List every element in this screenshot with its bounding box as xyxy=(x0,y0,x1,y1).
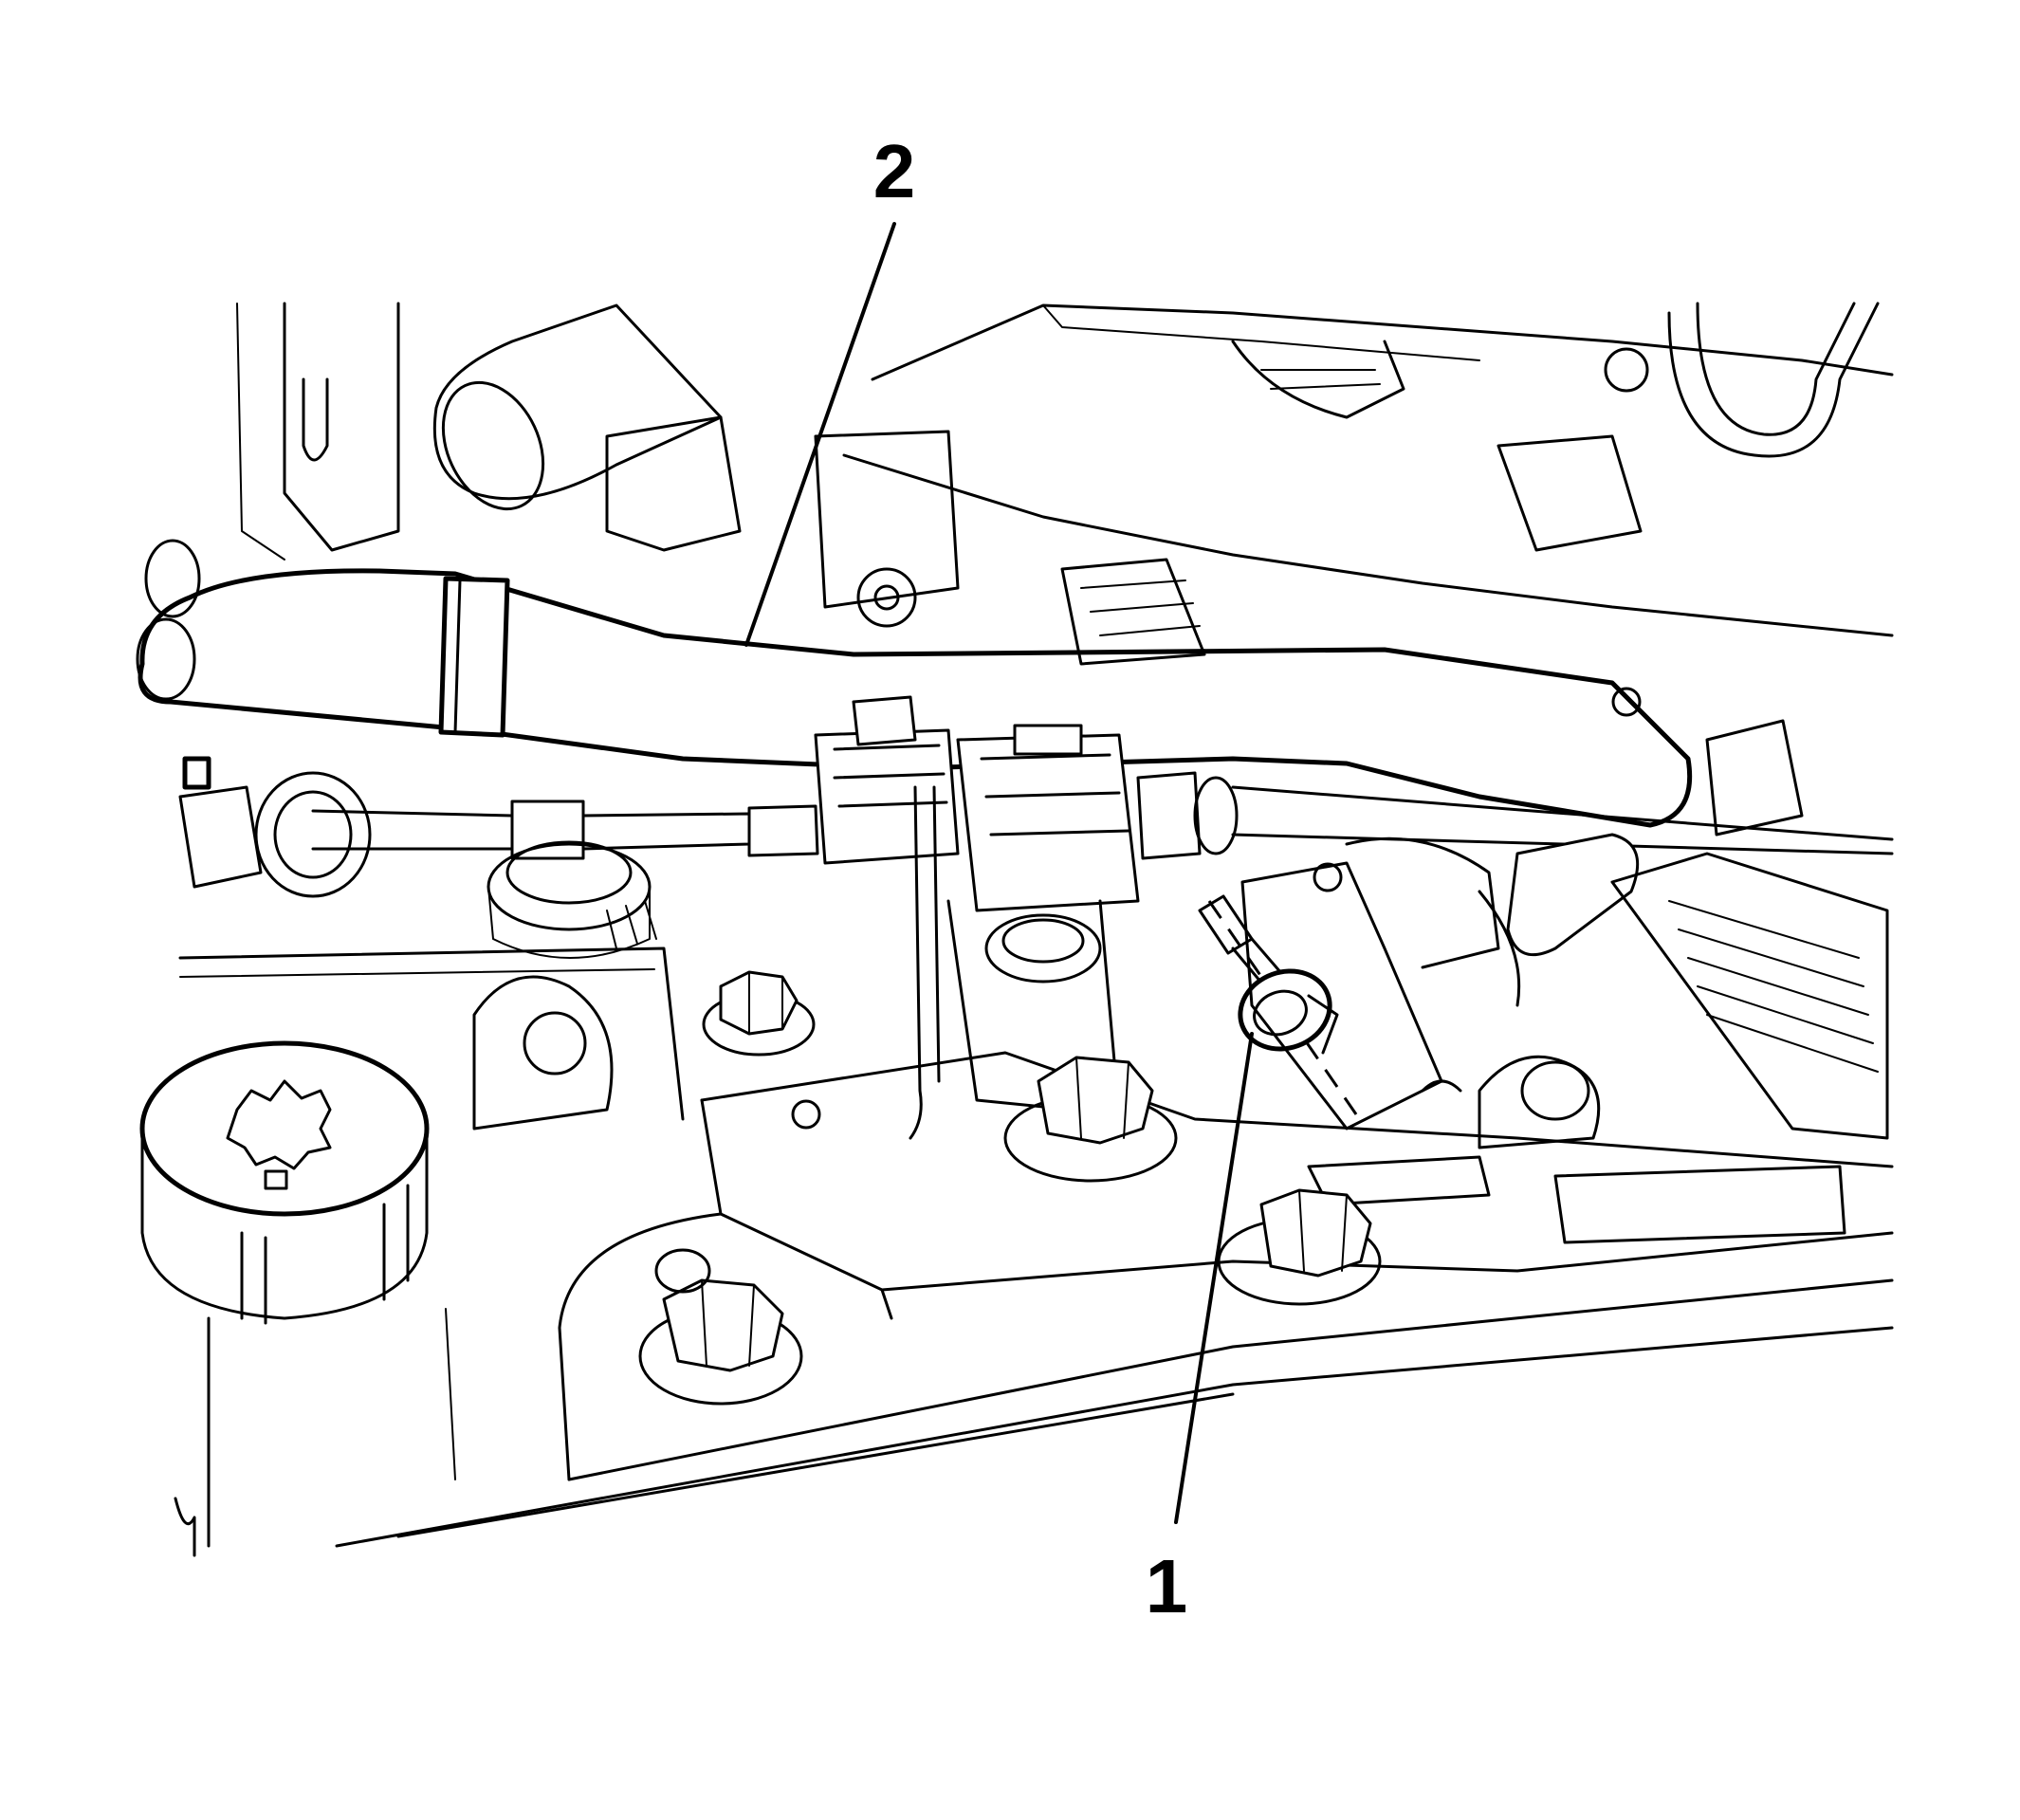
callout-1-leader xyxy=(1174,1032,1254,1524)
mid-engine-structure xyxy=(178,719,1889,1149)
cable-assembly xyxy=(178,695,1894,1140)
hex-bolts xyxy=(638,970,1382,1406)
callout-2: 2 xyxy=(744,129,916,647)
callout-1-label: 1 xyxy=(1146,1544,1188,1628)
callout-2-leader xyxy=(744,222,896,647)
reservoir-cap xyxy=(139,1040,430,1557)
upper-engine-structure xyxy=(236,302,1894,717)
callout-1: 1 xyxy=(1146,1032,1254,1628)
fluid-pipe xyxy=(136,539,1693,828)
bolt-1 xyxy=(1198,894,1358,1115)
callout-2-label: 2 xyxy=(873,129,916,213)
